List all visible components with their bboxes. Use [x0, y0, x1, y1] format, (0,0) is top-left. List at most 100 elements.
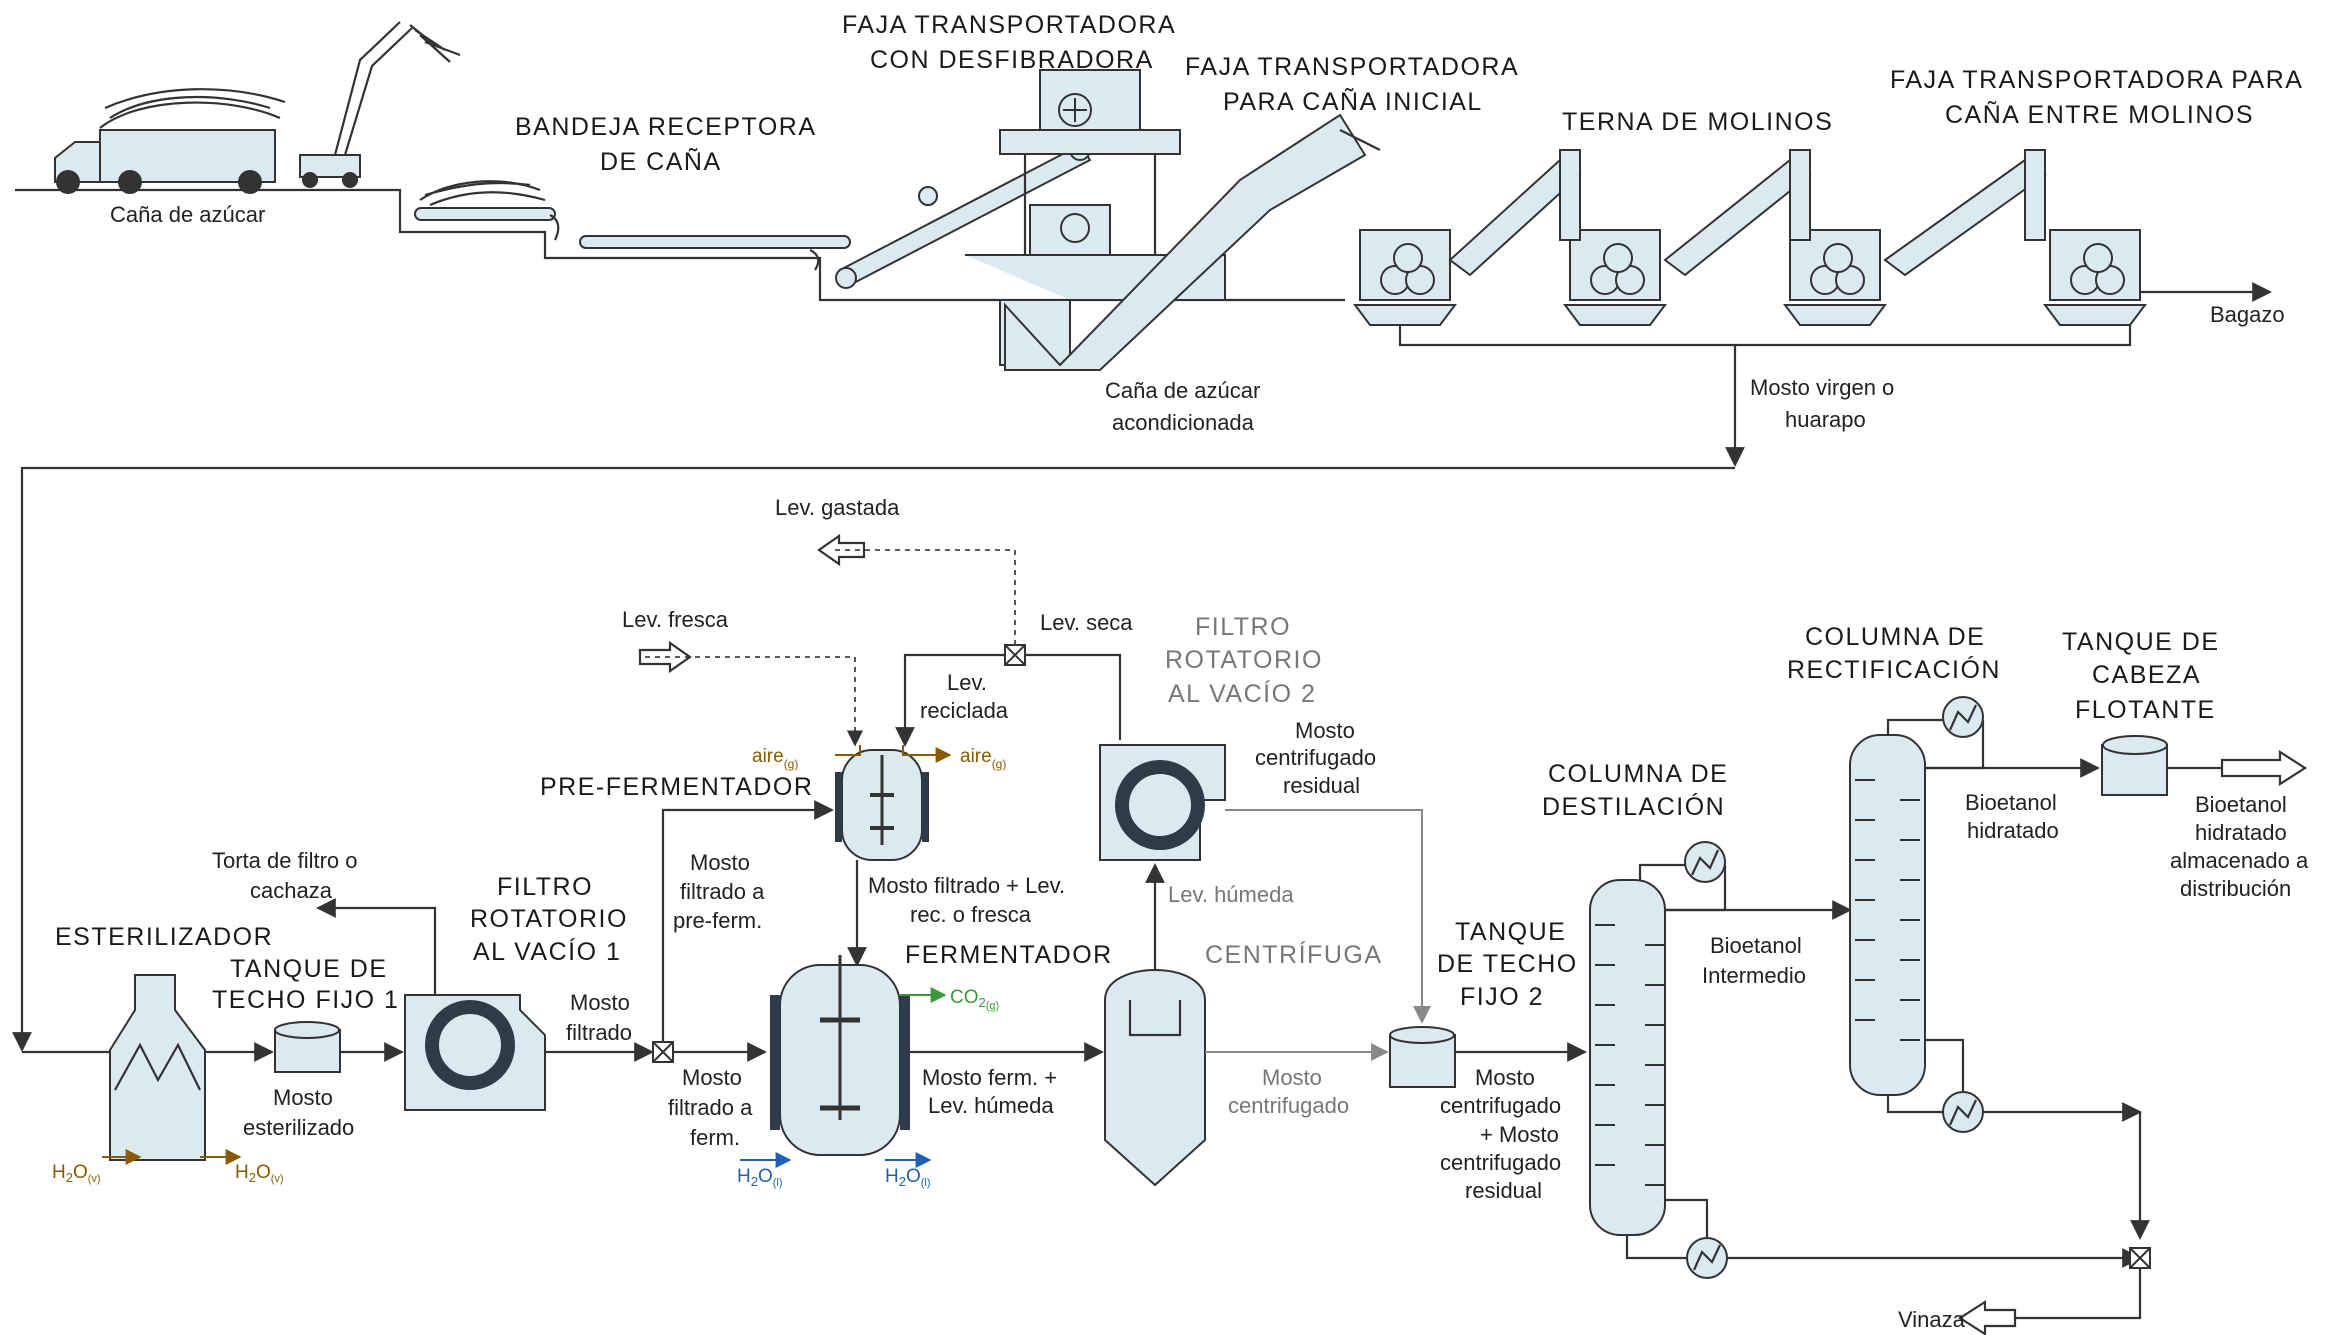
mosto-fermlev-l1: Mosto ferm. + — [922, 1065, 1057, 1090]
mosto-mix-l3: + Mosto — [1480, 1122, 1559, 1147]
filtro-rotatorio-1 — [405, 995, 545, 1110]
bioet-inter-l1: Bioetanol — [1710, 933, 1802, 958]
molino-3 — [1785, 230, 1885, 325]
tanque-cab-title-l1: TANQUE DE — [2062, 628, 2220, 656]
mosto-cent-res-l1: Mosto — [1295, 718, 1355, 743]
torta-l2: cachaza — [250, 878, 333, 903]
cana-acond-l1: Caña de azúcar — [1105, 378, 1260, 403]
tanque-cab-title-l3: FLOTANTE — [2075, 696, 2216, 724]
condenser-2-icon — [1943, 697, 1983, 737]
lev-reciclada-l1: Lev. — [947, 670, 987, 695]
mosto-centrif-l1: Mosto — [1262, 1065, 1322, 1090]
mosto-pre-l2: filtrado a — [680, 879, 765, 904]
mosto-mix-l4: centrifugado — [1440, 1150, 1561, 1175]
tanque-techo-fijo-2 — [1390, 1027, 1455, 1087]
mosto-virgen-l2: huarapo — [1785, 407, 1866, 432]
mosto-cent-res-l3: residual — [1283, 773, 1360, 798]
h2o-l-out-label: H2O(l) — [885, 1166, 931, 1189]
mosto-filt-l2: filtrado — [566, 1020, 632, 1045]
faja-entre-molinos — [1450, 150, 2045, 275]
h2o-v-out-label: H2O(v) — [235, 1162, 284, 1185]
lev-fresca-label: Lev. fresca — [622, 607, 729, 632]
bioet-inter-l2: Intermedio — [1702, 963, 1806, 988]
filtro1-title-l1: FILTRO — [497, 873, 593, 901]
tanque2-title-l1: TANQUE — [1455, 918, 1566, 946]
mosto-lev-l2: rec. o fresca — [910, 902, 1032, 927]
bandeja-title-l2: DE CAÑA — [600, 147, 722, 176]
splitter-valve-2 — [1005, 645, 1025, 665]
pre-fermentador — [835, 750, 929, 860]
cana-azucar-label: Caña de azúcar — [110, 202, 265, 227]
tanque-techo-fijo-1 — [275, 1022, 340, 1072]
mosto-filt-l1: Mosto — [570, 990, 630, 1015]
almacen-l3: almacenado a — [2170, 848, 2309, 873]
mosto-pre-l1: Mosto — [690, 850, 750, 875]
lev-reciclada-l2: reciclada — [920, 698, 1009, 723]
faja-inicial-title-l2: PARA CAÑA INICIAL — [1223, 87, 1483, 116]
cana-acond-l2: acondicionada — [1112, 410, 1255, 435]
splitter-valve-3 — [2130, 1248, 2150, 1268]
mosto-centrif-l2: centrifugado — [1228, 1093, 1349, 1118]
mosto-cent-res-l2: centrifugado — [1255, 745, 1376, 770]
mosto-ferm-l1: Mosto — [682, 1065, 742, 1090]
bioet-hid-l1: Bioetanol — [1965, 790, 2057, 815]
almacen-l2: hidratado — [2195, 820, 2287, 845]
mosto-mix-l5: residual — [1465, 1178, 1542, 1203]
truck-icon — [55, 89, 285, 194]
filtro2-title-l2: ROTATORIO — [1165, 646, 1323, 674]
molino-2 — [1565, 230, 1665, 325]
tanque1-title-l2: TECHO FIJO 1 — [212, 986, 399, 1014]
molino-4 — [2045, 230, 2145, 325]
faja-desf-title-l1: FAJA TRANSPORTADORA — [842, 11, 1176, 39]
fermentador-title: FERMENTADOR — [905, 941, 1113, 969]
esterilizador-title: ESTERILIZADOR — [55, 923, 273, 951]
splitter-valve-1 — [653, 1042, 673, 1062]
centrifuga — [1105, 970, 1205, 1185]
destilacion-title-l1: COLUMNA DE — [1548, 760, 1728, 788]
vinaza-label: Vinaza — [1898, 1307, 1966, 1332]
terna-molinos-title: TERNA DE MOLINOS — [1562, 108, 1833, 136]
molino-1 — [1355, 230, 1455, 325]
filtro1-title-l2: ROTATORIO — [470, 905, 628, 933]
tanque2-title-l2: DE TECHO — [1437, 950, 1578, 978]
mosto-pre-l3: pre-ferm. — [673, 908, 762, 933]
h2o-v-in-label: H2O(v) — [52, 1162, 101, 1185]
mosto-est-l1: Mosto — [273, 1085, 333, 1110]
filtro2-title-l1: FILTRO — [1195, 613, 1291, 641]
mosto-mix-l1: Mosto — [1475, 1065, 1535, 1090]
mosto-ferm-l2: filtrado a — [668, 1095, 753, 1120]
loader-crane-icon — [300, 22, 460, 188]
centrifuga-title: CENTRÍFUGA — [1205, 940, 1383, 969]
desfibradora-tower — [1000, 70, 1180, 255]
reboiler-1-icon — [1687, 1238, 1727, 1278]
almacen-l1: Bioetanol — [2195, 792, 2287, 817]
columna-destilacion — [1590, 880, 1665, 1235]
aire-out-label: aire(g) — [960, 746, 1006, 771]
bandeja-receptora-belt — [415, 208, 850, 270]
tanque1-title-l1: TANQUE DE — [230, 955, 388, 983]
bagazo-label: Bagazo — [2210, 302, 2285, 327]
co2-label: CO2(g) — [950, 987, 999, 1012]
lev-gastada-label: Lev. gastada — [775, 495, 900, 520]
faja-inicial-title-l1: FAJA TRANSPORTADORA — [1185, 53, 1519, 81]
torta-l1: Torta de filtro o — [212, 848, 358, 873]
mosto-fermlev-l2: Lev. húmeda — [928, 1093, 1054, 1118]
mosto-mix-l2: centrifugado — [1440, 1093, 1561, 1118]
faja-desf-title-l2: CON DESFIBRADORA — [870, 46, 1154, 74]
cane-pile-icon — [420, 181, 545, 205]
lev-humeda-label: Lev. húmeda — [1168, 882, 1294, 907]
mosto-lev-l1: Mosto filtrado + Lev. — [868, 873, 1065, 898]
mosto-virgen-l1: Mosto virgen o — [1750, 375, 1894, 400]
rectificacion-title-l2: RECTIFICACIÓN — [1787, 655, 2001, 684]
mosto-ferm-l3: ferm. — [690, 1125, 740, 1150]
filtro2-title-l3: AL VACÍO 2 — [1168, 679, 1316, 708]
h2o-l-in-label: H2O(l) — [737, 1166, 783, 1189]
fermentador — [770, 955, 910, 1155]
faja-entre-title-l1: FAJA TRANSPORTADORA PARA — [1890, 66, 2303, 94]
condenser-1-icon — [1685, 842, 1725, 882]
destilacion-title-l2: DESTILACIÓN — [1542, 792, 1725, 821]
lev-seca-label: Lev. seca — [1040, 610, 1133, 635]
bioet-hid-l2: hidratado — [1967, 818, 2059, 843]
